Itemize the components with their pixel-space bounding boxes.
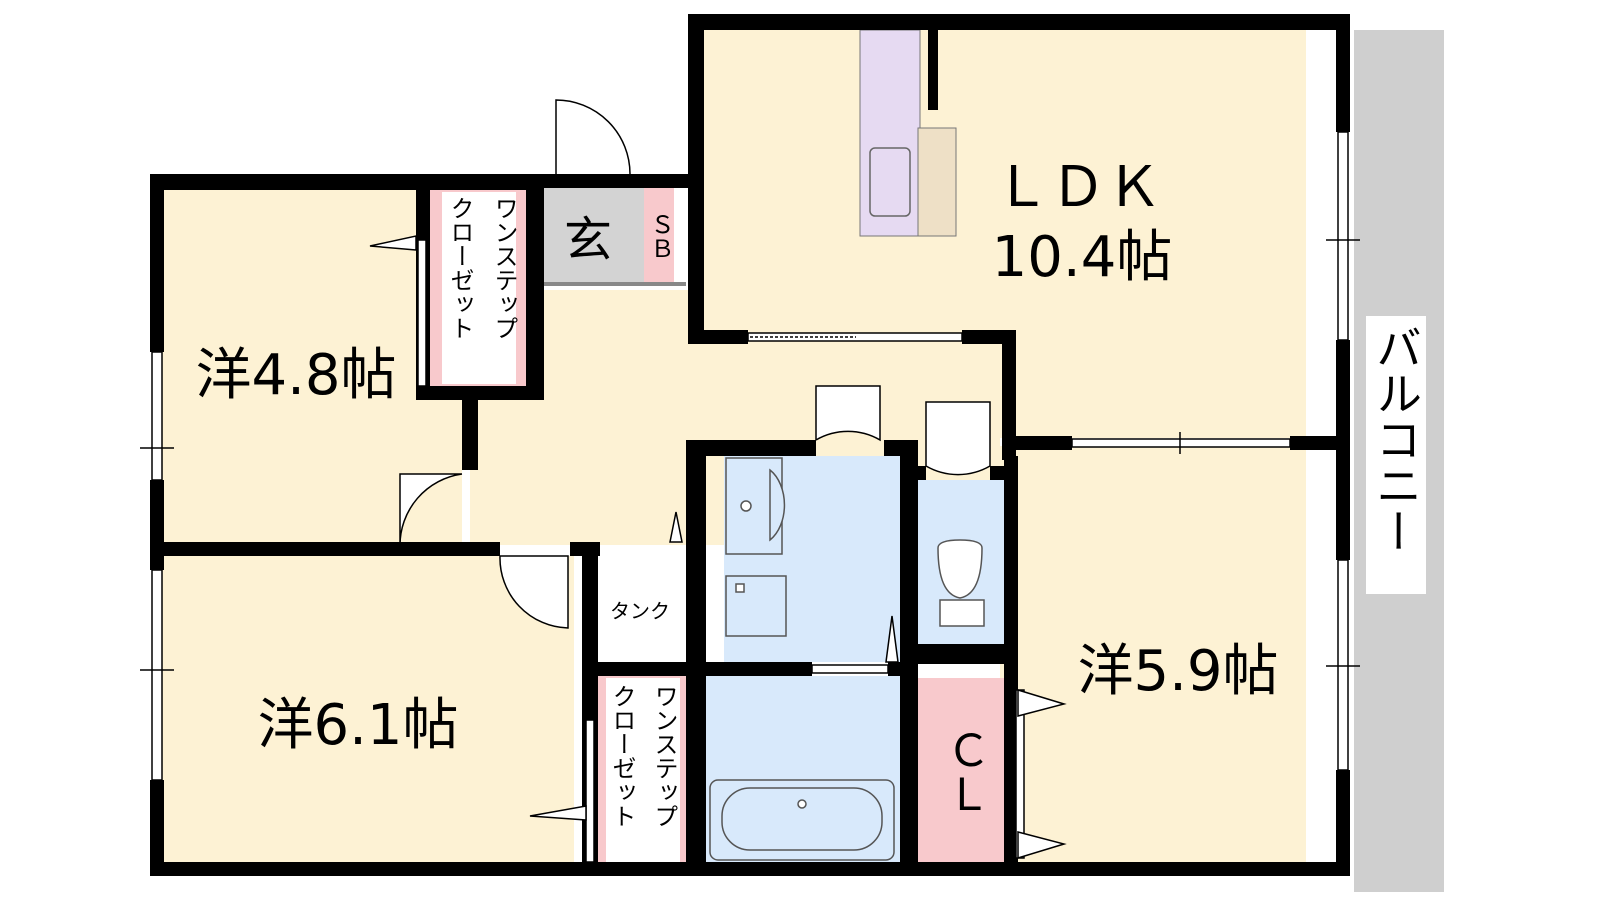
wall xyxy=(1336,14,1350,132)
washer-pan-icon xyxy=(725,575,787,637)
window xyxy=(151,351,163,481)
wall xyxy=(582,662,686,676)
labels: ＬＤＫ 10.4帖 洋4.8帖 洋6.1帖 洋5.9帖 玄 ＳＢ ワンステップ … xyxy=(195,155,1426,828)
wall xyxy=(990,466,1016,480)
wall xyxy=(150,862,1350,876)
window xyxy=(417,239,427,387)
wall xyxy=(686,440,816,456)
wall xyxy=(688,14,704,338)
toilet-door xyxy=(925,401,991,476)
doors xyxy=(369,99,1067,860)
bathtub-drain xyxy=(797,799,807,809)
window xyxy=(151,569,163,781)
toilet-icon xyxy=(937,539,983,599)
closet2-line1: ワンステップ xyxy=(650,684,678,828)
wall xyxy=(526,186,544,400)
wall xyxy=(150,480,164,560)
kitchen-partition xyxy=(928,30,938,110)
ldk-size-label: 10.4帖 xyxy=(992,225,1173,290)
closet2-line2: クローゼット xyxy=(608,684,636,828)
window xyxy=(585,719,595,863)
windows xyxy=(140,131,1360,863)
window xyxy=(1337,131,1349,341)
washroom-door xyxy=(815,385,881,442)
sliding-door xyxy=(811,664,889,674)
balcony-label-bg xyxy=(1366,316,1426,594)
washer-icon xyxy=(735,583,745,593)
fixtures xyxy=(709,457,985,861)
window xyxy=(1337,559,1349,771)
floor-fills xyxy=(162,28,1444,892)
tank-label: タンク xyxy=(610,599,670,623)
closet2-floor-inner xyxy=(606,678,680,862)
wall xyxy=(150,174,164,352)
west2-floor xyxy=(162,556,574,862)
washbasin-drain xyxy=(740,500,752,512)
wall xyxy=(150,542,500,556)
shoebox-label: ＳＢ xyxy=(646,212,674,260)
washbasin-icon xyxy=(769,468,786,542)
wall xyxy=(690,676,706,876)
cl-door-top xyxy=(1017,688,1067,717)
cl-label: ＣＬ xyxy=(939,728,990,816)
wall xyxy=(462,400,478,470)
closet1-line1: ワンステップ xyxy=(490,196,518,340)
west1-label: 洋4.8帖 xyxy=(195,343,396,408)
ldk-name-label: ＬＤＫ xyxy=(994,155,1162,220)
west1-door xyxy=(399,473,463,547)
bath-door xyxy=(885,615,899,663)
tank-floor xyxy=(598,556,688,662)
closet1-line2: クローゼット xyxy=(446,196,474,340)
sink-icon xyxy=(869,147,911,217)
cl-door-bottom xyxy=(1017,831,1067,860)
west2-door xyxy=(499,555,569,629)
wall xyxy=(1290,436,1350,450)
wall xyxy=(150,556,164,570)
wall xyxy=(416,386,544,400)
wall xyxy=(1002,330,1016,460)
shoebox-floor xyxy=(644,186,674,282)
west3-floor xyxy=(1000,446,1306,862)
wall xyxy=(544,282,686,286)
bathtub-inner-icon xyxy=(721,787,883,851)
entrance-label: 玄 xyxy=(564,212,612,268)
wall xyxy=(1004,456,1018,876)
cl-floor xyxy=(918,678,1008,862)
wall xyxy=(544,174,688,188)
wall xyxy=(962,330,1014,344)
wall xyxy=(688,330,748,344)
toilet-tank-icon xyxy=(939,599,985,627)
west2-label: 洋6.1帖 xyxy=(257,693,458,758)
wall xyxy=(150,780,164,872)
closet1-floor-inner xyxy=(442,192,516,384)
sliding-door xyxy=(1071,438,1291,448)
west3-label: 洋5.9帖 xyxy=(1077,639,1278,704)
wall xyxy=(916,466,926,480)
kitchen xyxy=(859,29,957,237)
entrance-floor xyxy=(542,186,644,282)
wall xyxy=(888,662,900,676)
counter-side xyxy=(917,127,957,237)
front-door xyxy=(555,99,631,175)
wall xyxy=(706,662,812,676)
closet2-door xyxy=(529,805,587,821)
closet1-door xyxy=(369,235,417,251)
wall xyxy=(1002,436,1072,450)
wall xyxy=(688,14,1348,30)
wall xyxy=(1336,770,1350,876)
sliding-doors xyxy=(747,332,1291,674)
wall xyxy=(150,174,544,190)
balcony-label: バルコニー xyxy=(1369,324,1423,554)
wall xyxy=(900,644,1018,664)
ldk-floor xyxy=(688,28,1306,338)
closet-door-hall xyxy=(669,511,683,543)
ldk-floor-lower xyxy=(1000,330,1306,438)
